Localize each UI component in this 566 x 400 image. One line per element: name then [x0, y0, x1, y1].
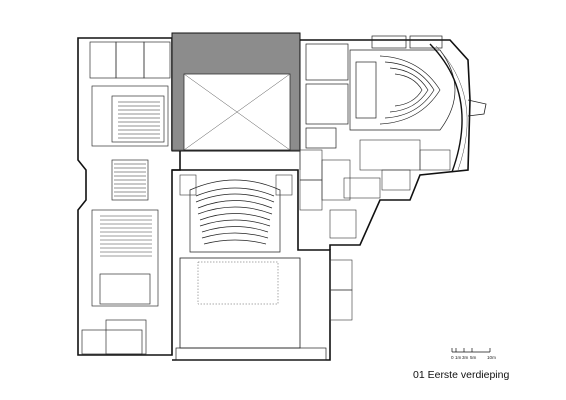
scale-label-1m: 1m [455, 355, 462, 360]
scale-bar [451, 348, 491, 353]
scale-label-0: 0 [451, 355, 454, 360]
scale-label-10m: 10m [487, 355, 496, 360]
main-hall-outline [172, 169, 331, 361]
east-facade [429, 43, 463, 173]
plan-caption: 01 Eerste verdieping [413, 369, 510, 381]
scale-label-3m: 3m [462, 355, 469, 360]
east-lobby-outline [298, 39, 471, 250]
west-wing-outline [77, 37, 181, 356]
scale-label-5m: 5m [470, 355, 477, 360]
